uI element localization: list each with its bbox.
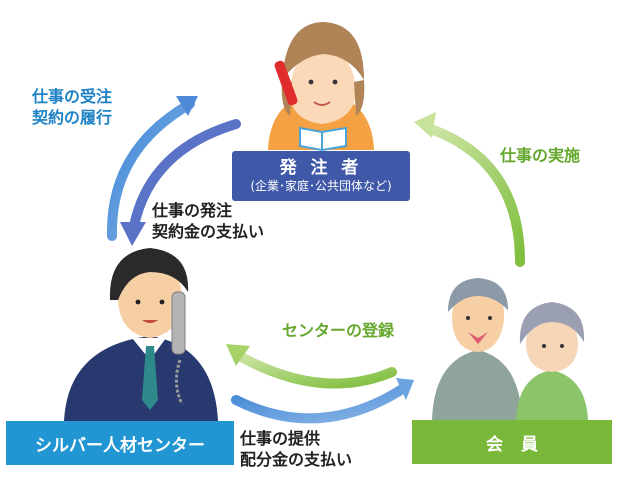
caption-line: 仕事の発注 [152,201,233,220]
arrow-register [226,344,397,389]
caption-line: 契約金の支払い [152,222,265,241]
caption-line: 仕事の受注 [32,87,113,106]
center-label: シルバー人材センター [35,435,205,456]
client-subtitle: (企業･家庭･公共団体など) [250,178,392,193]
center-box: シルバー人材センター [6,421,234,465]
arrow-work-impl [414,112,525,267]
client-box: 発 注 者 (企業･家庭･公共団体など) [232,151,410,201]
client-woman-illustration [268,22,374,152]
members-illustration [432,278,588,420]
member-box: 会員 [412,420,612,464]
arrow-order-place [120,119,241,246]
caption-line: 仕事の提供 [240,429,321,448]
caption-line: 契約の履行 [32,108,113,127]
caption-work-impl: 仕事の実施 [500,146,581,165]
member-label: 会員 [486,434,556,455]
caption-provide: 仕事の提供 配分金の支払い [240,428,352,470]
caption-order-receive: 仕事の受注 契約の履行 [32,86,112,128]
arrow-provide [231,378,414,424]
center-man-illustration [64,248,218,421]
caption-line: 配分金の支払い [240,450,353,469]
arrow-order-receive [106,96,198,241]
caption-register: センターの登録 [282,321,395,340]
caption-order-place: 仕事の発注 契約金の支払い [152,200,264,242]
client-title: 発 注 者 [279,157,363,178]
